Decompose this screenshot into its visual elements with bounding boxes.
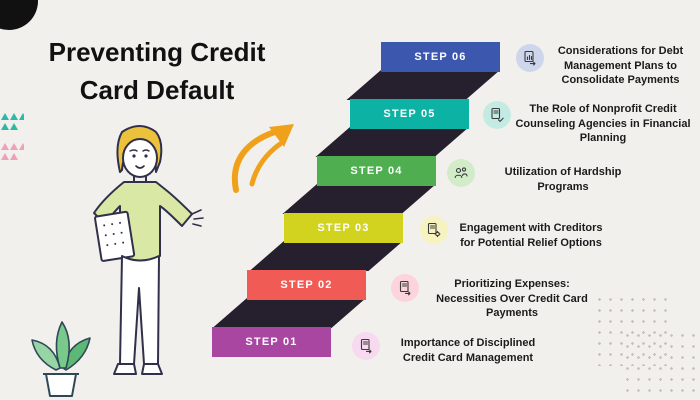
- step-label: STEP 06: [414, 51, 467, 63]
- step-icon-badge: [447, 159, 475, 187]
- step-connector: [249, 241, 403, 271]
- step-icon-badge: [352, 332, 380, 360]
- step-label: STEP 02: [280, 279, 333, 291]
- step-label: STEP 01: [245, 336, 298, 348]
- plant-illustration: [31, 321, 91, 397]
- triangle-pattern-decoration: [1, 113, 24, 160]
- step-icon-badge: [420, 216, 448, 244]
- people-group-icon: [454, 167, 468, 179]
- step-icon-badge: [391, 274, 419, 302]
- step-description: The Role of Nonprofit Credit Counseling …: [515, 103, 691, 145]
- page-title: Preventing Credit Card Default: [48, 37, 266, 105]
- step-description: Considerations for Debt Management Plans…: [557, 45, 684, 87]
- curved-arrow-icon: [231, 124, 294, 193]
- document-report-icon: [524, 50, 536, 66]
- step-icon-badge: [483, 101, 511, 129]
- step-bar-6: STEP 06: [381, 42, 500, 72]
- step-label: STEP 04: [350, 165, 403, 177]
- step-description: Utilization of Hardship Programs: [504, 166, 622, 193]
- step-bar-1: STEP 01: [212, 327, 331, 357]
- document-check-icon: [491, 107, 504, 122]
- step-connector: [315, 127, 469, 157]
- step-description: Prioritizing Expenses: Necessities Over …: [436, 278, 588, 320]
- step-connector: [212, 298, 366, 328]
- step-label: STEP 05: [383, 108, 436, 120]
- corner-circle-decoration: [0, 0, 38, 30]
- step-description: Importance of Disciplined Credit Card Ma…: [400, 337, 536, 364]
- step-connector: [346, 70, 500, 100]
- step-description: Engagement with Creditors for Potential …: [459, 222, 603, 249]
- step-bar-5: STEP 05: [350, 99, 469, 129]
- document-gear-icon: [427, 222, 441, 238]
- step-bar-2: STEP 02: [247, 270, 366, 300]
- document-arrows-icon: [399, 280, 411, 296]
- step-label: STEP 03: [317, 222, 370, 234]
- step-bar-3: STEP 03: [284, 213, 403, 243]
- step-icon-badge: [516, 44, 544, 72]
- dot-pattern-decoration: [622, 330, 698, 396]
- person-illustration: [93, 125, 204, 375]
- document-arrows-icon: [360, 338, 372, 354]
- step-bar-4: STEP 04: [317, 156, 436, 186]
